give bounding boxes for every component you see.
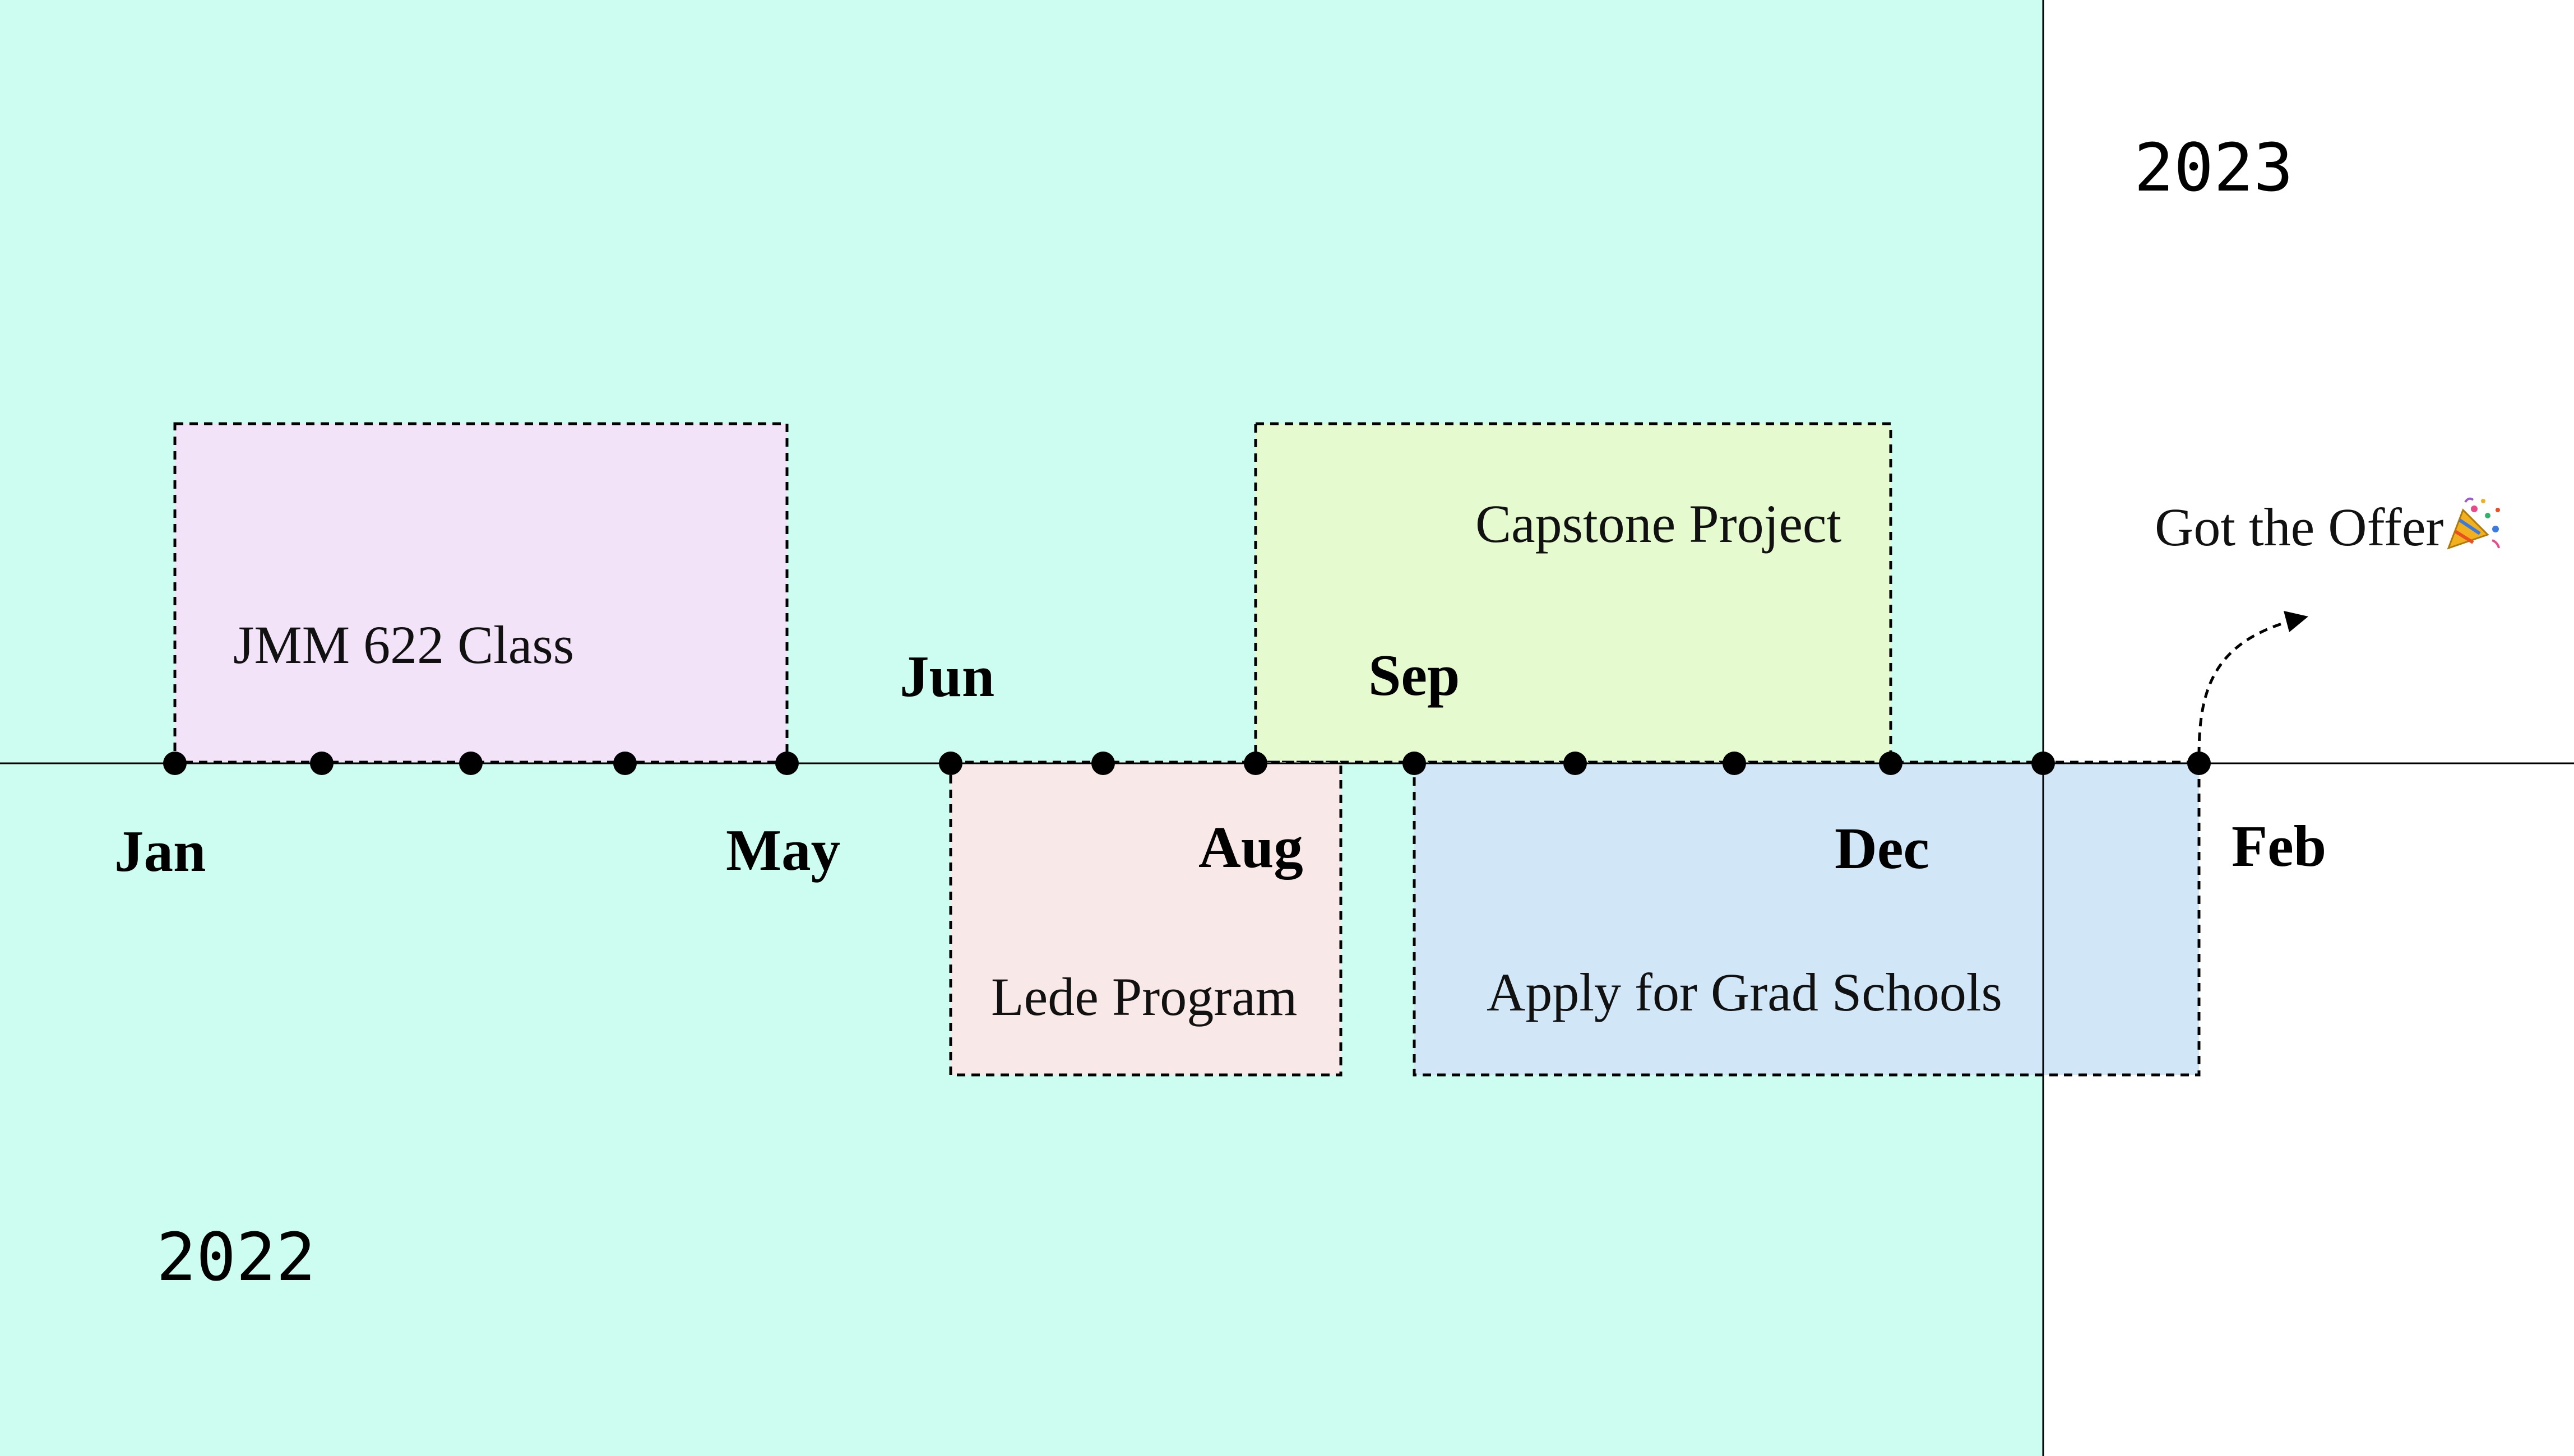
month-dot-mar: [459, 752, 483, 775]
month-dot-apr: [613, 752, 637, 775]
month-dot-dec: [1879, 752, 1902, 775]
month-label-jun: Jun: [900, 643, 994, 709]
grad-schools-label: Apply for Grad Schools: [1487, 962, 2002, 1022]
year-label-2022: 2022: [156, 1218, 316, 1296]
offer-arrow: [2197, 620, 2288, 756]
jmm-class-box: [173, 422, 789, 764]
month-label-aug: Aug: [1198, 814, 1303, 880]
jmm-class-label: JMM 622 Class: [233, 615, 574, 675]
capstone-project-label: Capstone Project: [1475, 494, 1842, 554]
month-label-dec: Dec: [1835, 815, 1929, 881]
offer-label: Got the Offer: [2155, 497, 2443, 557]
month-label-sep: Sep: [1368, 642, 1460, 708]
month-dot-feb: [2187, 752, 2211, 775]
month-dot-jun: [939, 752, 962, 775]
month-dot-sep: [1402, 752, 1426, 775]
month-dot-jan-2023: [2031, 752, 2055, 775]
month-label-may: May: [726, 817, 840, 883]
month-dot-jan: [163, 752, 187, 775]
year-label-2023: 2023: [2134, 129, 2293, 206]
month-label-jan: Jan: [114, 818, 206, 884]
month-dot-nov: [1723, 752, 1746, 775]
year-2023-region: [2043, 0, 2574, 1456]
month-dot-feb-2022: [310, 752, 334, 775]
grad-schools-box: [1413, 761, 2201, 1077]
party-popper-icon: [2447, 497, 2500, 550]
lede-program-box: [949, 761, 1342, 1077]
month-label-feb: Feb: [2232, 813, 2326, 879]
month-dot-jul: [1091, 752, 1115, 775]
capstone-project-box: [1254, 422, 1892, 764]
month-dot-aug: [1244, 752, 1267, 775]
lede-program-label: Lede Program: [991, 967, 1297, 1027]
month-dot-may: [775, 752, 799, 775]
month-dot-oct: [1563, 752, 1587, 775]
offer-arrowhead: [2284, 611, 2308, 632]
